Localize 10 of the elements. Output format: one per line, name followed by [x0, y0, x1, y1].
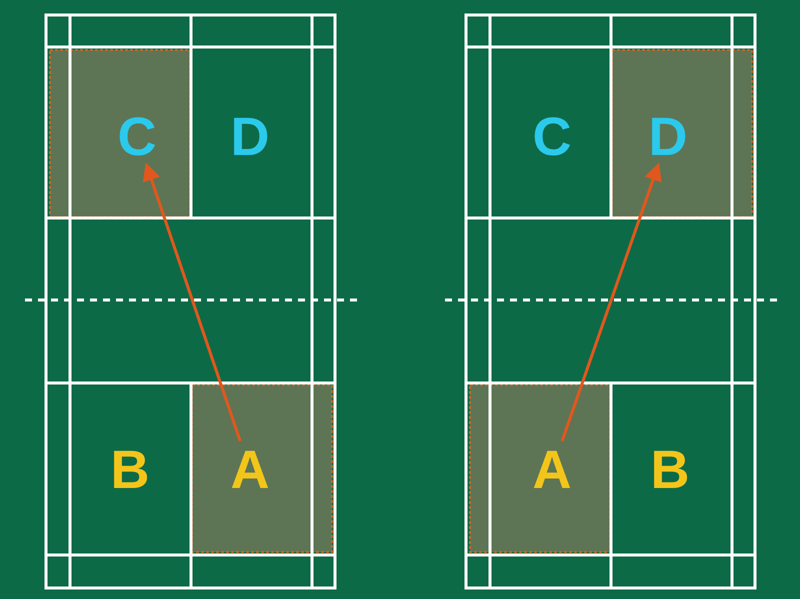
service-court-letter: A: [230, 443, 270, 497]
arrow: [142, 162, 242, 442]
service-court-letter: D: [648, 110, 688, 164]
service-court-letter: D: [230, 110, 270, 164]
service-court-letter: C: [532, 110, 572, 164]
service-court-letter: B: [110, 443, 150, 497]
service-court-letter: B: [650, 443, 690, 497]
service-court-letter: A: [532, 443, 572, 497]
service-court-letter: C: [118, 110, 156, 164]
arrow: [560, 162, 662, 442]
